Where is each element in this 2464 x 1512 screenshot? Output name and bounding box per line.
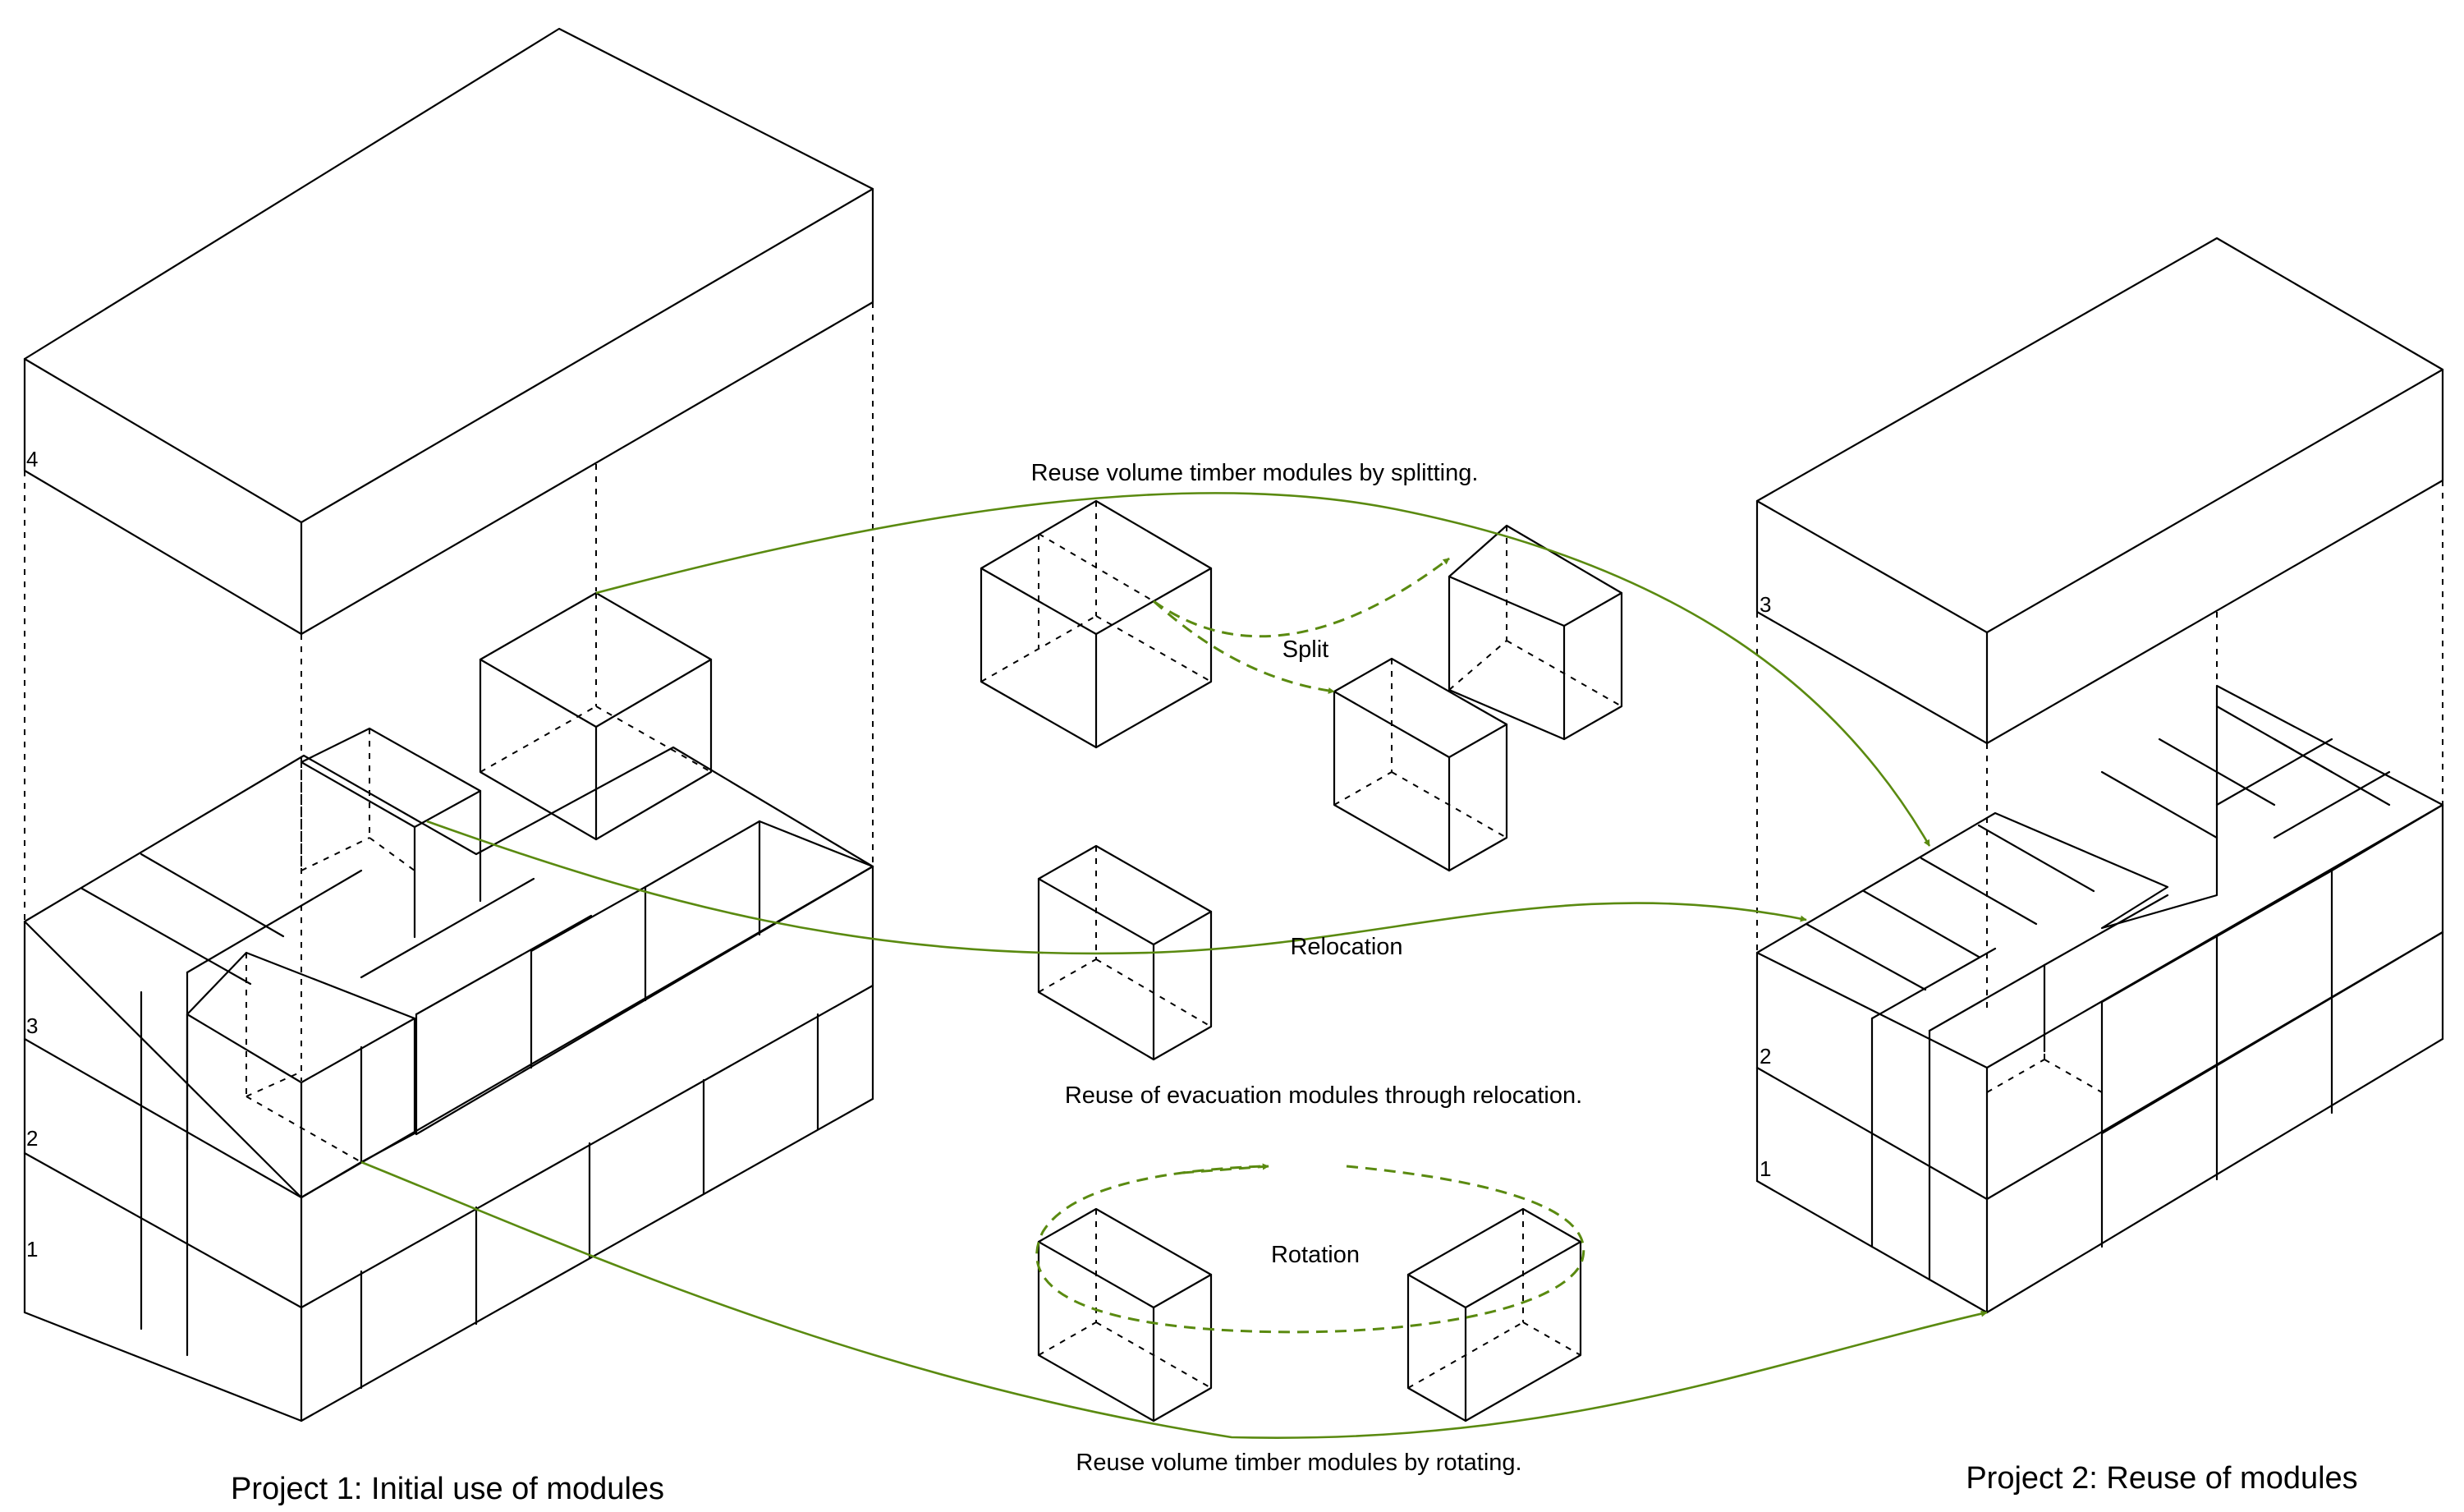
split-half-module-top <box>1448 524 1623 741</box>
project-2-caption: Project 2: Reuse of modules <box>1966 1461 2357 1496</box>
rotation-label: Rotation <box>1271 1242 1360 1268</box>
project-1-caption: Project 1: Initial use of modules <box>231 1472 664 1506</box>
rotation-title: Reuse volume timber modules by rotating. <box>1076 1450 1521 1476</box>
relocation-flow-arrow <box>426 820 1807 955</box>
relocation-module <box>1037 844 1213 1061</box>
rotation-dashed-loop <box>1035 1165 1585 1334</box>
split-label: Split <box>1282 637 1328 663</box>
project-1-level-4: 4 <box>26 447 38 471</box>
rotation-flow-arrow <box>360 1160 1988 1439</box>
project-2-level-3: 3 <box>1760 592 1771 617</box>
split-half-module-bottom <box>1333 657 1508 872</box>
relocation-label: Relocation <box>1290 934 1402 960</box>
rotation-module-left <box>1037 1207 1213 1422</box>
project-2-building: 3 2 1 <box>1755 237 2444 1314</box>
split-flow-arrow <box>595 492 1931 847</box>
relocation-title: Reuse of evacuation modules through relo… <box>1065 1082 1582 1109</box>
project-1-building: 4 3 2 1 <box>23 27 874 1422</box>
split-dashed-arrow-bottom <box>1153 600 1335 694</box>
project-1-upper-module <box>300 727 482 939</box>
project-1-floating-module <box>479 591 713 841</box>
rotation-module-right <box>1406 1207 1582 1422</box>
project-2-level-1: 1 <box>1760 1156 1771 1181</box>
project-1-level-2: 2 <box>26 1126 38 1151</box>
project-2-lower-block <box>1755 684 2444 1314</box>
flow-arrows <box>360 492 1988 1439</box>
project-2-roof-block <box>1755 237 2444 1014</box>
split-title: Reuse volume timber modules by splitting… <box>1031 460 1479 486</box>
project-1-front-module <box>186 951 416 1199</box>
project-1-level-1: 1 <box>26 1237 38 1262</box>
project-1-level-3: 3 <box>26 1013 38 1038</box>
project-2-level-2: 2 <box>1760 1044 1771 1069</box>
rotation-loop-arrowhead <box>1182 1163 1269 1174</box>
split-dashed-arrow-top <box>1153 557 1450 638</box>
project-1-lower-block <box>23 746 874 1422</box>
split-original-module <box>980 499 1213 749</box>
project-1-roof-block <box>23 27 874 1081</box>
